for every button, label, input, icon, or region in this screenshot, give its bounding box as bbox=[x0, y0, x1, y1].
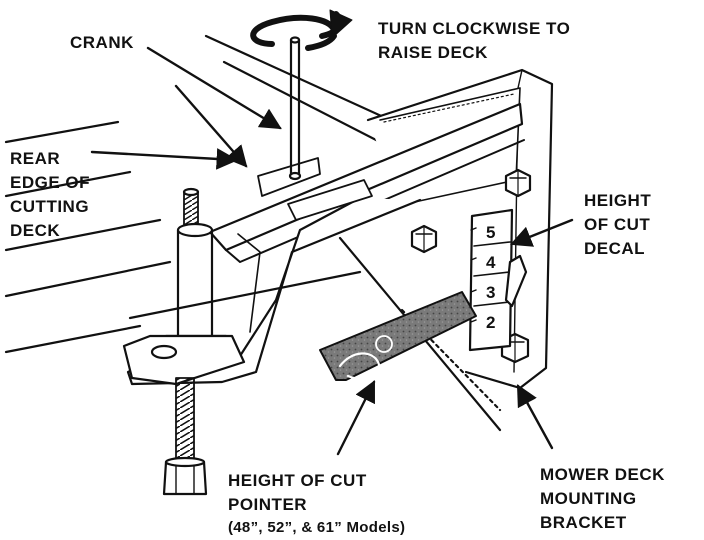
crank-leader-arrow-2 bbox=[174, 84, 248, 168]
decal-number-2: 2 bbox=[486, 313, 495, 332]
crank-shaft bbox=[288, 36, 302, 181]
label-mower-deck-bracket-line1: MOWER DECK bbox=[540, 465, 665, 484]
leader-arrows bbox=[90, 46, 574, 456]
decal-leader-arrow bbox=[509, 218, 574, 247]
decal-numbers: 5 4 3 2 bbox=[486, 223, 496, 332]
label-rear-edge-line3: CUTTING bbox=[10, 197, 90, 216]
label-turn-clockwise-line2: RAISE DECK bbox=[378, 43, 488, 62]
label-rear-edge-line2: EDGE OF bbox=[10, 173, 91, 192]
threaded-stud-top bbox=[182, 187, 200, 229]
label-height-of-cut-pointer-line1: HEIGHT OF CUT bbox=[228, 471, 367, 490]
bracket-leader-arrow bbox=[516, 384, 554, 450]
pointer-leader-arrow bbox=[336, 380, 376, 456]
label-height-of-cut-pointer-models: (48”, 52”, & 61” Models) bbox=[228, 519, 406, 536]
decal-number-4: 4 bbox=[486, 253, 496, 272]
bracket-bolt-upper-right bbox=[504, 168, 532, 198]
bracket-bolt-left bbox=[410, 224, 438, 254]
label-turn-clockwise-line1: TURN CLOCKWISE TO bbox=[378, 19, 571, 38]
label-crank: CRANK bbox=[70, 33, 134, 52]
decal-number-3: 3 bbox=[486, 283, 495, 302]
label-mower-deck-bracket-line3: BRACKET bbox=[540, 513, 627, 532]
clockwise-rotation-arrow bbox=[250, 9, 353, 51]
crank-leader-arrow bbox=[146, 46, 282, 130]
rear-edge-leader-arrow bbox=[90, 148, 239, 170]
label-height-of-cut-decal-line1: HEIGHT bbox=[584, 191, 652, 210]
label-mower-deck-bracket-line2: MOUNTING bbox=[540, 489, 637, 508]
threaded-rod-bottom bbox=[175, 377, 195, 463]
label-height-of-cut-decal-line3: DECAL bbox=[584, 239, 646, 258]
decal-number-5: 5 bbox=[486, 223, 495, 242]
label-height-of-cut-pointer-line2: POINTER bbox=[228, 495, 308, 514]
height-of-cut-pointer bbox=[319, 291, 477, 381]
base-bracket-foot bbox=[122, 334, 246, 386]
label-rear-edge-line1: REAR bbox=[10, 149, 61, 168]
label-height-of-cut-decal-line2: OF CUT bbox=[584, 215, 651, 234]
decal-indicator-tab bbox=[504, 254, 528, 308]
bottom-nut bbox=[162, 456, 208, 496]
label-rear-edge-line4: DECK bbox=[10, 221, 61, 240]
